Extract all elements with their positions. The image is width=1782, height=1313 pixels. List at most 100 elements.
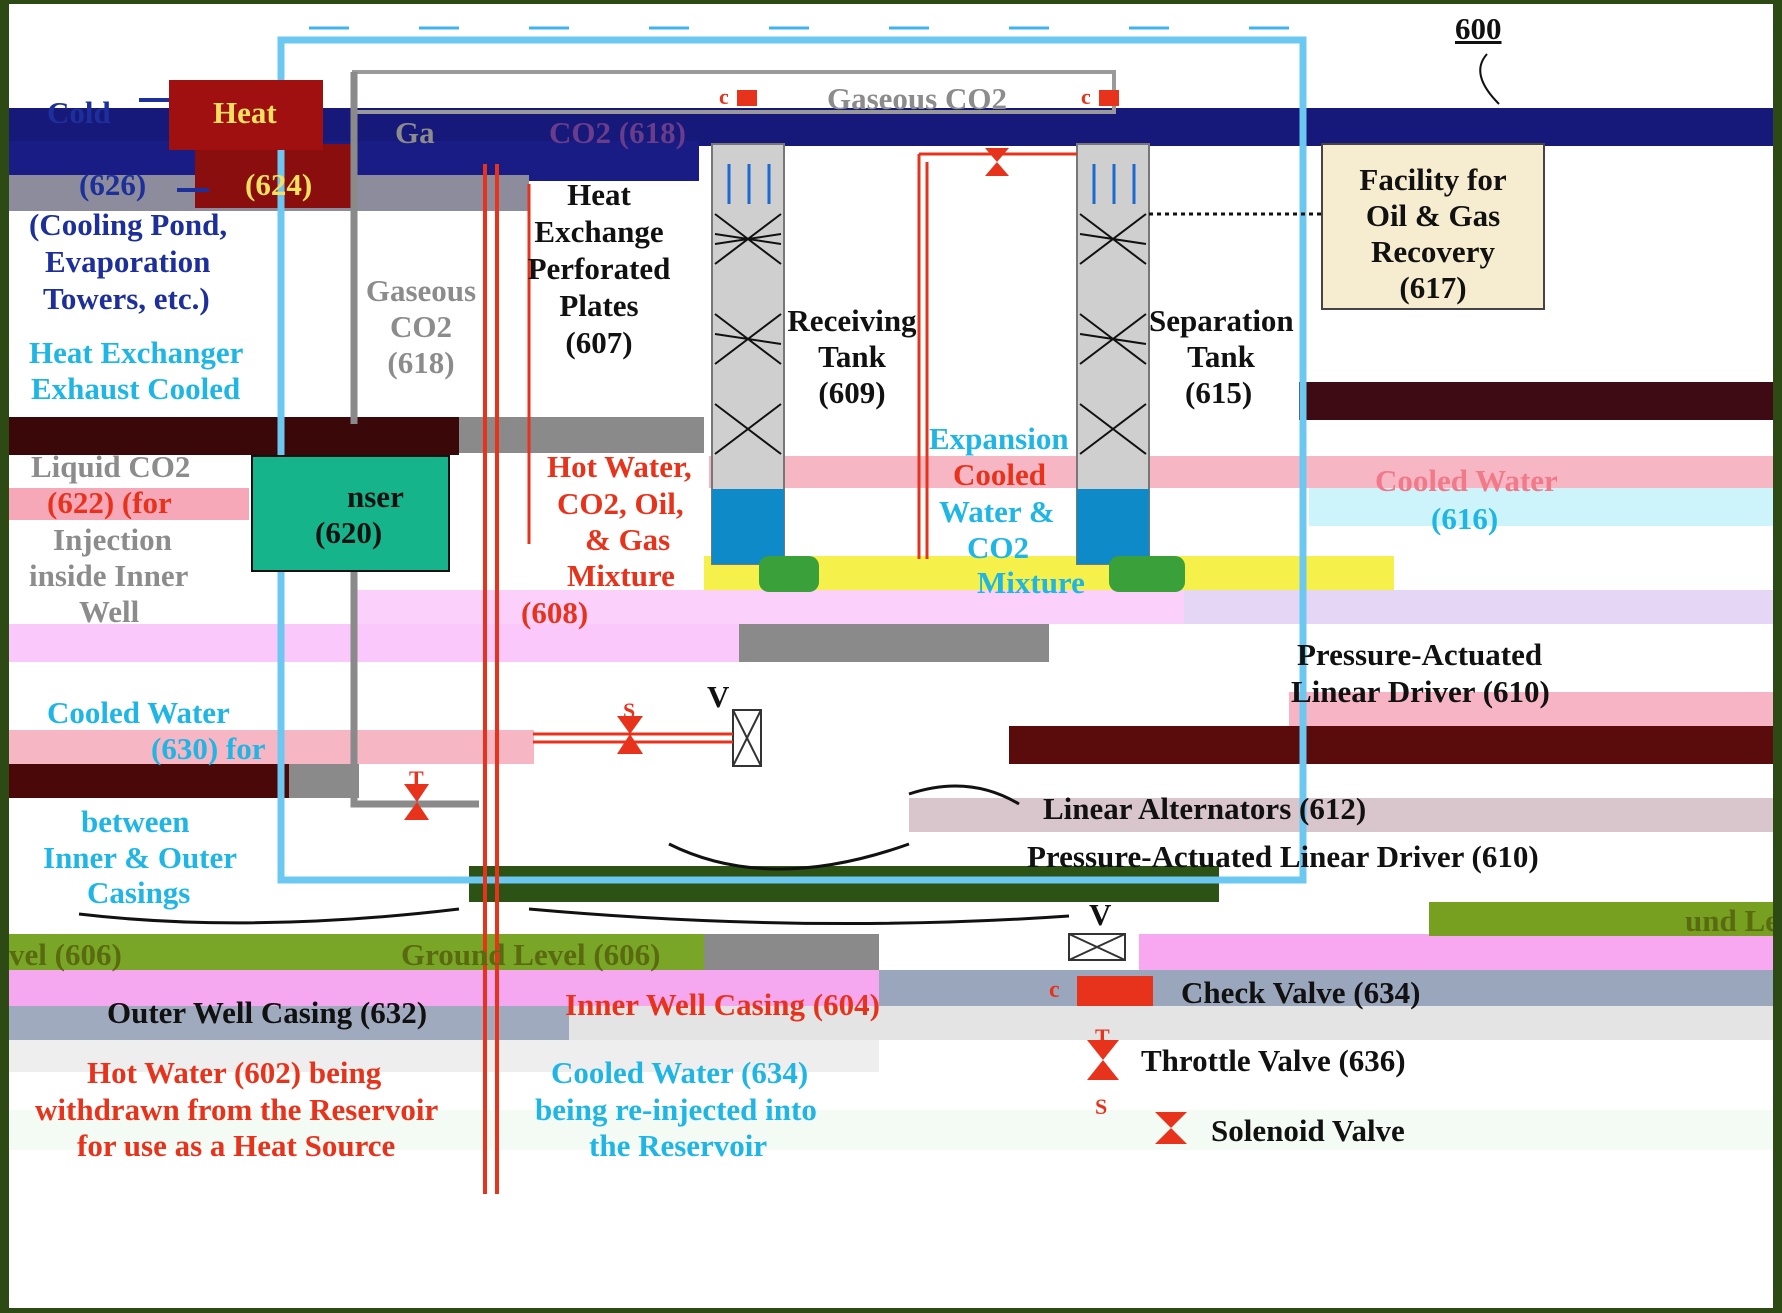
liquid-co2-label: Injection xyxy=(53,522,172,557)
separation-outlet xyxy=(1109,556,1185,592)
liquid-co2-label: Well xyxy=(79,594,140,629)
separation-tank-number: (615) xyxy=(1185,375,1253,410)
solenoid-valve-lower xyxy=(617,716,643,734)
heat-exchanger-number: (624) xyxy=(245,167,313,202)
facility-label: Facility for xyxy=(1359,162,1507,197)
pald-upper-label: Pressure-Actuated xyxy=(1297,637,1543,672)
hx-plates-label: Perforated xyxy=(527,251,671,286)
cooling-pond-label: Towers, etc.) xyxy=(43,281,210,316)
hot-water-602-label: for use as a Heat Source xyxy=(77,1128,396,1163)
hx-exhaust-label: Heat Exchanger xyxy=(29,335,244,370)
pald-lower-label: Pressure-Actuated Linear Driver (610) xyxy=(1027,839,1539,874)
artifact-band xyxy=(1139,934,1773,970)
artifact-band xyxy=(9,488,249,520)
facility-label: Recovery xyxy=(1371,234,1495,269)
valve-marker-v: V xyxy=(707,679,730,714)
liquid-co2-label: inside Inner xyxy=(29,558,189,593)
condenser-box xyxy=(251,455,450,572)
artifact-band xyxy=(1009,726,1773,764)
legend-solenoid-symbol xyxy=(1155,1112,1187,1128)
hot-mixture-number: (608) xyxy=(521,595,589,630)
hot-water-602-label: withdrawn from the Reservoir xyxy=(35,1092,439,1127)
artifact-band xyxy=(1299,382,1773,420)
hot-mixture-label: CO2, Oil, xyxy=(557,486,684,521)
throttle-valve-top xyxy=(985,148,1009,162)
separation-tank-label: Separation xyxy=(1149,303,1294,338)
diagram-canvas: 600 Cold (626) (Cooling Pond, Evaporatio… xyxy=(9,4,1773,1308)
hot-mixture-label: & Gas xyxy=(585,522,671,557)
flow-arrows-tank xyxy=(727,164,1136,204)
artifact-band xyxy=(9,970,879,1006)
linear-alternators-label: Linear Alternators (612) xyxy=(1043,791,1367,826)
artifact-band xyxy=(195,144,355,208)
receiving-outlet xyxy=(759,556,819,592)
artifact-band xyxy=(289,764,359,798)
cooled-water-630-label: between xyxy=(81,804,190,839)
legend-throttle-symbol xyxy=(1087,1040,1119,1060)
artifact-band xyxy=(739,624,1049,662)
inner-casing-label: Inner Well Casing (604) xyxy=(565,987,880,1022)
artifact-band xyxy=(9,1040,879,1072)
cooled-water-616-number: (616) xyxy=(1431,501,1499,536)
legend-throttle-letter: T xyxy=(1095,1024,1110,1049)
cooled-water-616-label: Cooled Water xyxy=(1375,463,1558,498)
ground-level-left: vel (606) xyxy=(9,937,122,972)
figure-number: 600 xyxy=(1455,11,1502,46)
expansion-label: Mixture xyxy=(977,565,1085,600)
cooled-water-630-number: (630) for xyxy=(151,731,266,766)
liquid-co2-label: Liquid CO2 xyxy=(31,449,191,484)
receiving-tank-number: (609) xyxy=(818,375,886,410)
outer-casing-label: Outer Well Casing (632) xyxy=(107,995,428,1030)
artifact-band xyxy=(704,934,879,970)
pald-upper-label: Linear Driver (610) xyxy=(1291,674,1550,709)
cold-source-number: (626) xyxy=(79,167,147,202)
check-valve-top-right xyxy=(1099,90,1119,106)
heat-exchanger-label: Heat xyxy=(213,95,277,130)
expansion-label: Expansion xyxy=(929,421,1069,456)
receiving-tank-liquid xyxy=(712,489,784,564)
hot-mixture-label: Hot Water, xyxy=(547,449,692,484)
artifact-band xyxy=(1289,692,1773,726)
hx-exhaust-label: Exhaust Cooled xyxy=(31,371,241,406)
pipe-network xyxy=(78,26,1545,1194)
artifact-band xyxy=(1429,902,1773,936)
check-valve-marker: c xyxy=(1081,84,1091,109)
gaseous-co2-618-label: CO2 (618) xyxy=(549,115,686,150)
expansion-label: Cooled xyxy=(953,457,1046,492)
ground-line xyxy=(78,907,1070,926)
artifact-band xyxy=(9,1006,569,1040)
hx-plates-label: Exchange xyxy=(534,214,664,249)
cooled-water-630-label: Inner & Outer xyxy=(43,840,238,875)
cooling-pond-label: (Cooling Pond, xyxy=(29,207,228,242)
hot-water-riser xyxy=(483,164,499,1194)
gaseous-co2-center-label: Gaseous CO2 xyxy=(827,81,1007,116)
legend-solenoid-label: Solenoid Valve xyxy=(1211,1113,1405,1148)
artifact-band xyxy=(469,866,1219,902)
artifact-band xyxy=(9,417,459,455)
legend-valve-letter: V xyxy=(1089,897,1112,932)
artifact-band xyxy=(1309,488,1773,526)
cooled-water-634-label: being re-injected into xyxy=(535,1092,817,1127)
hx-plates-label: Plates xyxy=(559,288,639,323)
facility-number: (617) xyxy=(1399,270,1467,305)
heat-exchanger-box xyxy=(169,80,323,150)
check-valve-top-left xyxy=(737,90,757,106)
hot-water-602-label: Hot Water (602) being xyxy=(87,1055,382,1090)
artifact-band xyxy=(709,456,1773,488)
gaseous-co2-side-label: Gaseous xyxy=(365,273,477,308)
solenoid-marker: S xyxy=(623,698,636,723)
artifact-band xyxy=(9,624,739,662)
throttle-valve-lower xyxy=(404,784,429,802)
artifact-band xyxy=(459,417,704,453)
artifact-band xyxy=(879,970,1773,1006)
artifact-band xyxy=(9,1110,1773,1150)
artifact-band xyxy=(9,764,289,798)
separation-tank-liquid xyxy=(1077,489,1149,564)
hx-plates-number: (607) xyxy=(565,325,633,360)
receiving-tank-label: Tank xyxy=(818,339,886,374)
condenser-label: nser xyxy=(347,479,404,514)
separation-tank-label: Tank xyxy=(1187,339,1255,374)
check-valve-marker: c xyxy=(719,84,729,109)
gaseous-co2-prefix: Ga xyxy=(395,115,435,150)
artifact-band xyxy=(9,730,534,764)
